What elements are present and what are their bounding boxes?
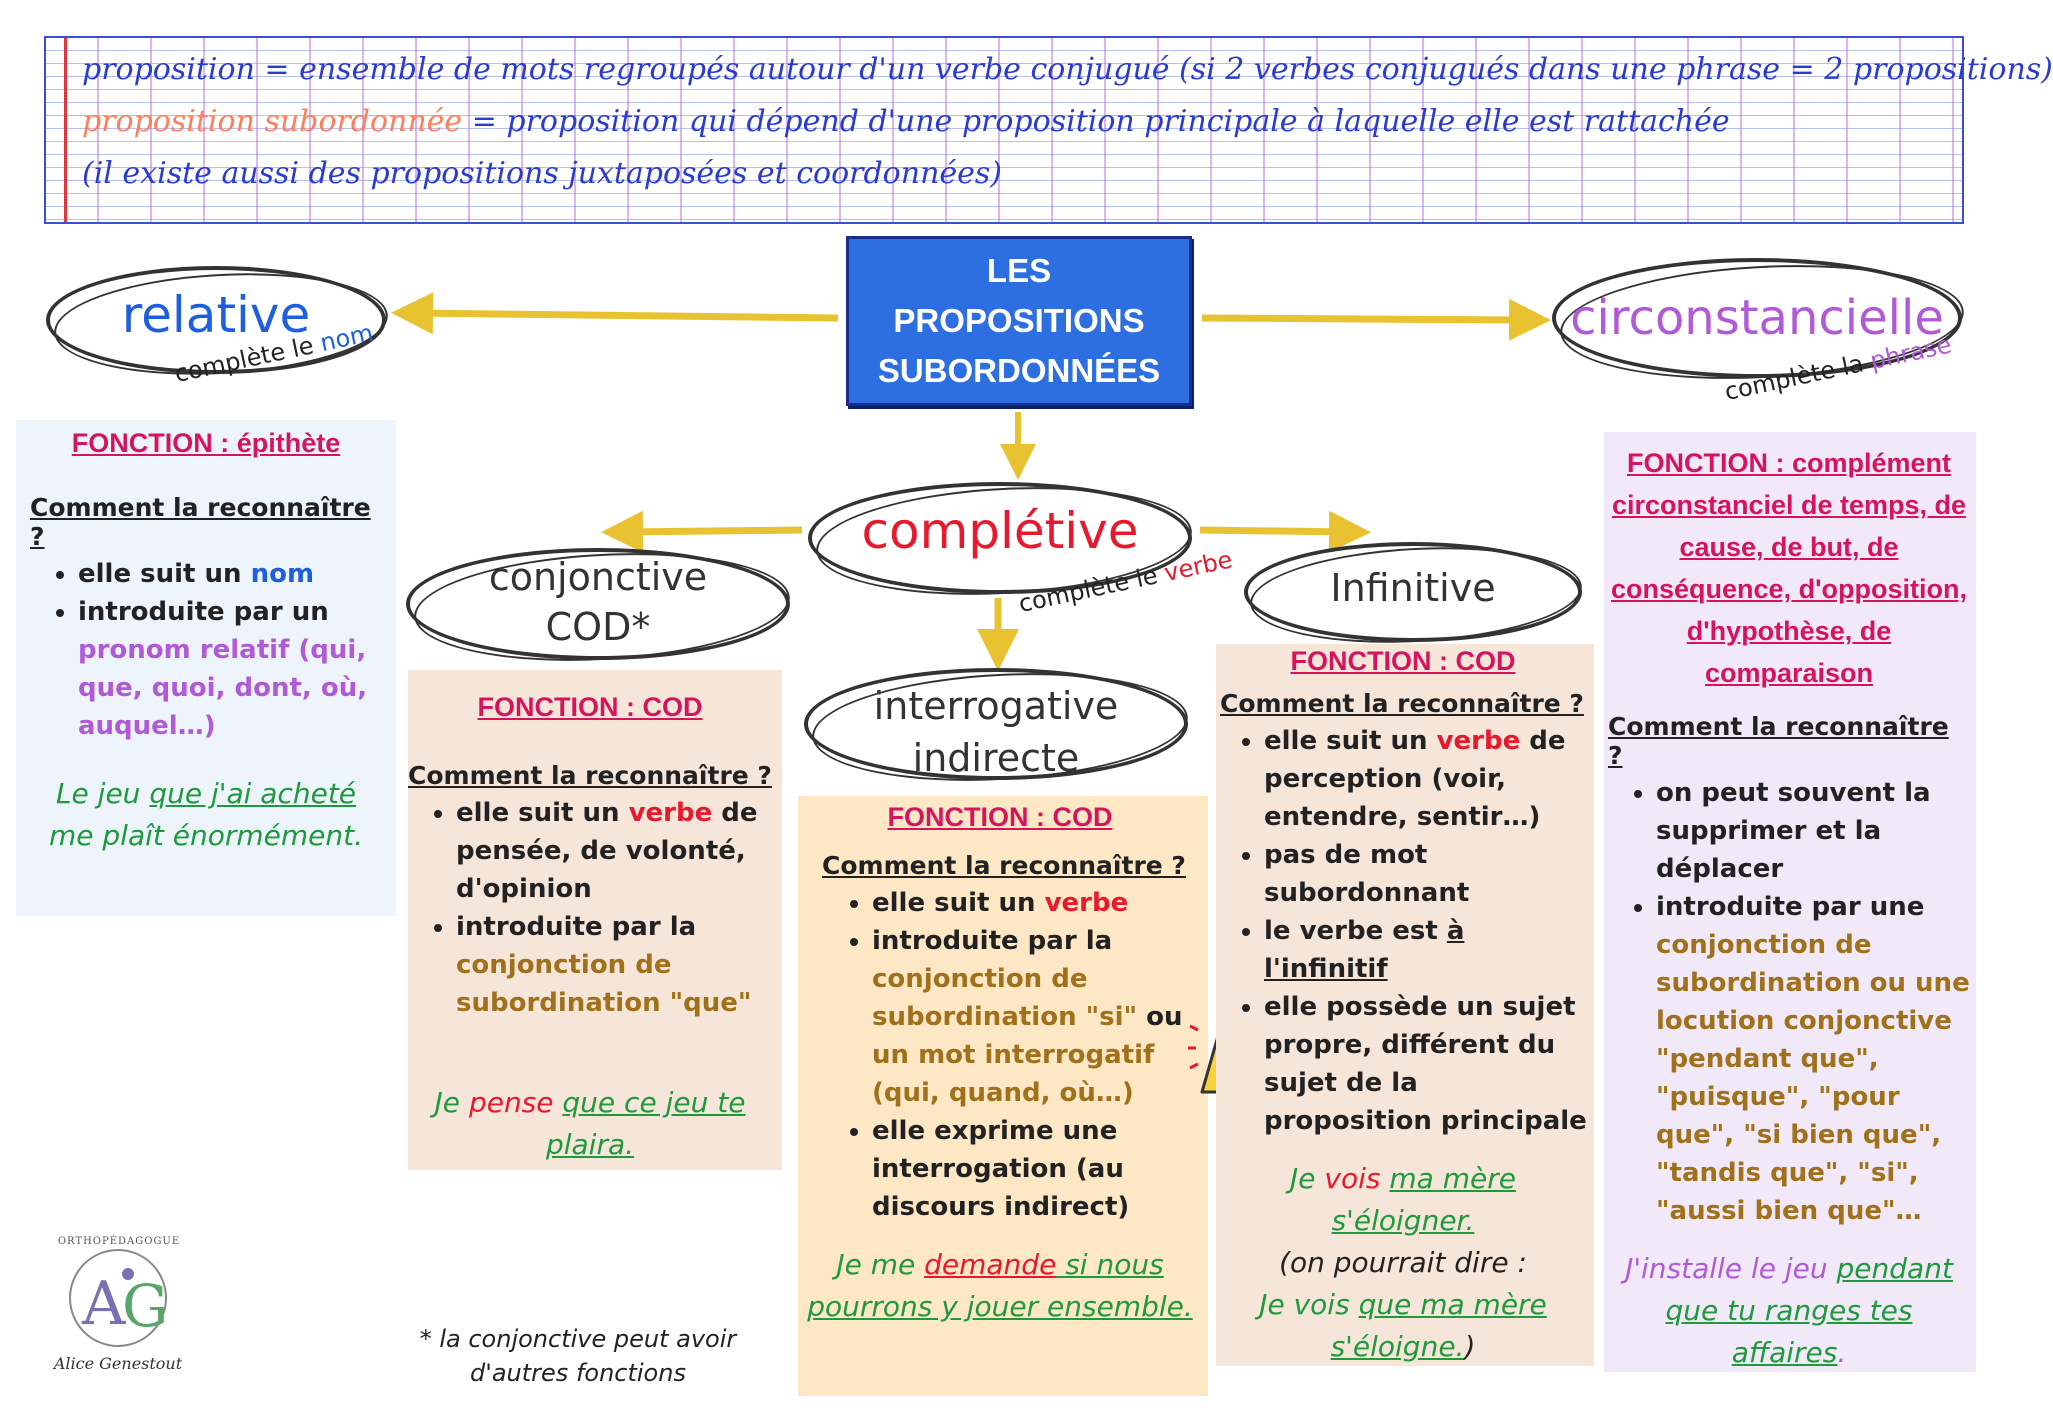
relative-criteria: elle suit un nom introduite par un prono… (30, 555, 382, 745)
interrogative-criteria: elle suit un verbe introduite par la con… (798, 884, 1202, 1226)
relative-how-title: Comment la reconnaître ? (30, 493, 371, 551)
main-title-box: LES PROPOSITIONS SUBORDONNÉES (846, 236, 1192, 406)
circonstancielle-example: J'installe le jeu pendant que tu ranges … (1625, 1252, 1953, 1369)
circonstancielle-ellipse (1552, 258, 1962, 378)
definition-notebook: proposition = ensemble de mots regroupés… (44, 36, 2053, 224)
conjonctive-box: FONCTION : COD Comment la reconnaître ? … (408, 670, 782, 1170)
arrow-to-relative (391, 292, 839, 335)
arrow-to-infinitive (1199, 510, 1371, 553)
circonstancielle-fonction: FONCTION : complément circonstanciel de … (1611, 448, 1967, 688)
interrogative-fonction: FONCTION : COD (887, 802, 1113, 832)
logo-name: Alice Genestout (53, 1354, 183, 1373)
conjonctive-fonction: FONCTION : COD (477, 692, 703, 722)
conjonctive-criteria: elle suit un verbe de pensée, de volonté… (408, 794, 772, 1022)
infinitive-label: Infinitive (1330, 566, 1496, 610)
conjonctive-criterion-2: introduite par la conjonction de subordi… (456, 908, 772, 1022)
logo-emblem-icon: A G (69, 1249, 168, 1347)
infinitive-criterion-1: elle suit un verbe de perception (voir, … (1264, 722, 1590, 836)
relative-criterion-1: elle suit un nom (78, 555, 382, 593)
interrogative-criterion-1: elle suit un verbe (872, 884, 1202, 922)
infinitive-criteria: elle suit un verbe de perception (voir, … (1216, 722, 1590, 1140)
relative-ellipse (46, 266, 386, 374)
completive-ellipse (808, 482, 1192, 594)
arrow-to-conjonctive (601, 510, 803, 553)
svg-text:A: A (81, 1269, 126, 1339)
relative-example: Le jeu que j'ai acheté me plaît énorméme… (48, 777, 363, 852)
circonstancielle-criterion-2: introduite par une conjonction de subord… (1656, 888, 1970, 1230)
conjonctive-ellipse (406, 548, 790, 660)
relative-label: relative (121, 286, 311, 344)
interrogative-example: Je me demande si nous pourrons y jouer e… (807, 1248, 1193, 1323)
infinitive-fonction: FONCTION : COD (1290, 646, 1516, 676)
conjonctive-criterion-1: elle suit un verbe de pensée, de volonté… (456, 794, 772, 908)
relative-box: FONCTION : épithète Comment la reconnaît… (16, 420, 396, 916)
conjonctive-how-title: Comment la reconnaître ? (408, 761, 772, 790)
logo-top-text: ORTHOPÉDAGOGUE (57, 1236, 181, 1247)
infinitive-criterion-2: pas de mot subordonnant (1264, 836, 1590, 912)
interrogative-ellipse (804, 668, 1188, 780)
arrow-to-circonstancielle (1201, 298, 1551, 341)
svg-text:G: G (122, 1272, 168, 1340)
conjonctive-footnote: * la conjonctive peut avoir d'autres fon… (419, 1325, 737, 1387)
logo: A G ORTHOPÉDAGOGUE Alice Genestout (48, 1236, 188, 1376)
definition-line-2: proposition subordonnée = proposition qu… (82, 104, 1730, 139)
relative-criterion-2: introduite par un pronom relatif (qui, q… (78, 593, 382, 745)
relative-fonction: FONCTION : épithète (71, 428, 341, 458)
completive-label: complétive (861, 502, 1139, 560)
circonstancielle-criterion-1: on peut souvent la supprimer et la dépla… (1656, 774, 1970, 888)
interrogative-criterion-2: introduite par la conjonction de subordi… (872, 922, 1202, 1112)
definition-line-3: (il existe aussi des propositions juxtap… (82, 156, 1002, 191)
infinitive-criterion-3: le verbe est à l'infinitif (1264, 912, 1590, 988)
notebook-margin-line (64, 38, 67, 222)
subordinate-term: proposition subordonnée (82, 104, 463, 139)
definition-line-1: proposition = ensemble de mots regroupés… (82, 52, 2053, 87)
infinitive-ellipse (1244, 542, 1582, 642)
interrogative-how-title: Comment la reconnaître ? (822, 851, 1186, 880)
circonstancielle-criteria: on peut souvent la supprimer et la dépla… (1608, 774, 1970, 1230)
circonstancielle-how-title: Comment la reconnaître ? (1608, 712, 1949, 770)
circonstancielle-box: FONCTION : complément circonstanciel de … (1604, 432, 1976, 1372)
interrogative-box: FONCTION : COD Comment la reconnaître ? … (798, 796, 1208, 1396)
infinitive-box: FONCTION : COD Comment la reconnaître ? … (1216, 644, 1594, 1366)
infinitive-how-title: Comment la reconnaître ? (1220, 689, 1584, 718)
conjonctive-example: Je pense que ce jeu te plaira. (434, 1086, 746, 1161)
infinitive-criterion-4: elle possède un sujet propre, différent … (1264, 988, 1590, 1140)
interrogative-criterion-3: elle exprime une interrogation (au disco… (872, 1112, 1202, 1226)
infinitive-example: Je vois ma mère s'éloigner. (on pourrait… (1259, 1162, 1547, 1363)
circonstancielle-label: circonstancielle (1570, 290, 1944, 346)
